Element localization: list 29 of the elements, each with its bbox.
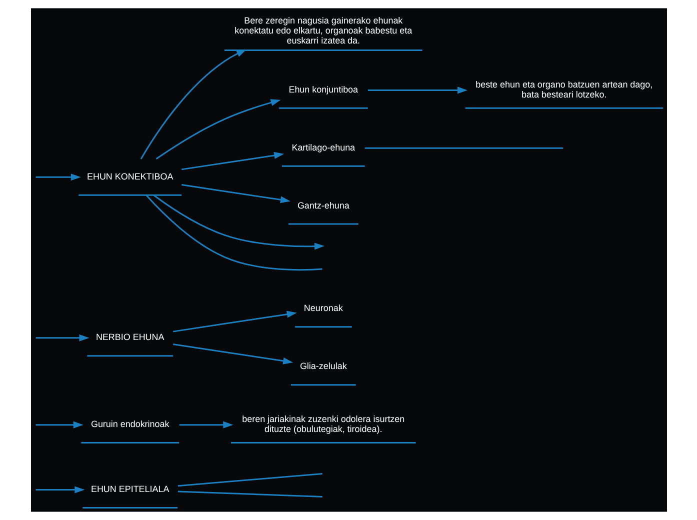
arrow — [172, 310, 296, 332]
node-text: Neuronak — [303, 303, 342, 314]
arrow — [140, 49, 246, 160]
arrow — [152, 194, 324, 250]
node-text: EHUN KONEKTIBOA — [86, 171, 173, 182]
node-text: NERBIO EHUNA — [95, 332, 164, 342]
node-text: Kartilago-ehuna — [291, 142, 355, 152]
arrow — [367, 86, 467, 94]
arrow — [155, 99, 280, 160]
node-text: Glia-zelulak — [299, 361, 346, 372]
connector — [177, 490, 322, 498]
arrow — [35, 174, 80, 181]
arrow — [35, 421, 83, 428]
node-text: Ehun konjuntiboa — [288, 84, 358, 94]
arrow — [181, 152, 284, 170]
connector — [177, 473, 322, 487]
node-text: EHUN EPITELIALA — [90, 484, 169, 494]
arrow — [35, 334, 89, 342]
node-text: beren jariakinak zuzenki odolera isurtzen dituzte (obulutegiak, tiroidea). — [242, 414, 404, 434]
arrow — [181, 184, 290, 204]
connector — [364, 147, 563, 149]
arrow — [35, 486, 84, 494]
node-text: beste ehun eta organo batzuen artean dago, bata besteari lotzeko. — [475, 79, 652, 100]
node-text: Bere zeregin nagusia gainerako ehunak konektatu edo elkartu, organoak babestu eta euskarri izatea da. — [234, 15, 412, 46]
arrow — [178, 421, 233, 428]
connector — [145, 194, 322, 271]
node-text: Gantz-ehuna — [296, 200, 349, 210]
node-text: Guruin endokrinoak — [90, 419, 169, 430]
arrow — [172, 344, 293, 364]
